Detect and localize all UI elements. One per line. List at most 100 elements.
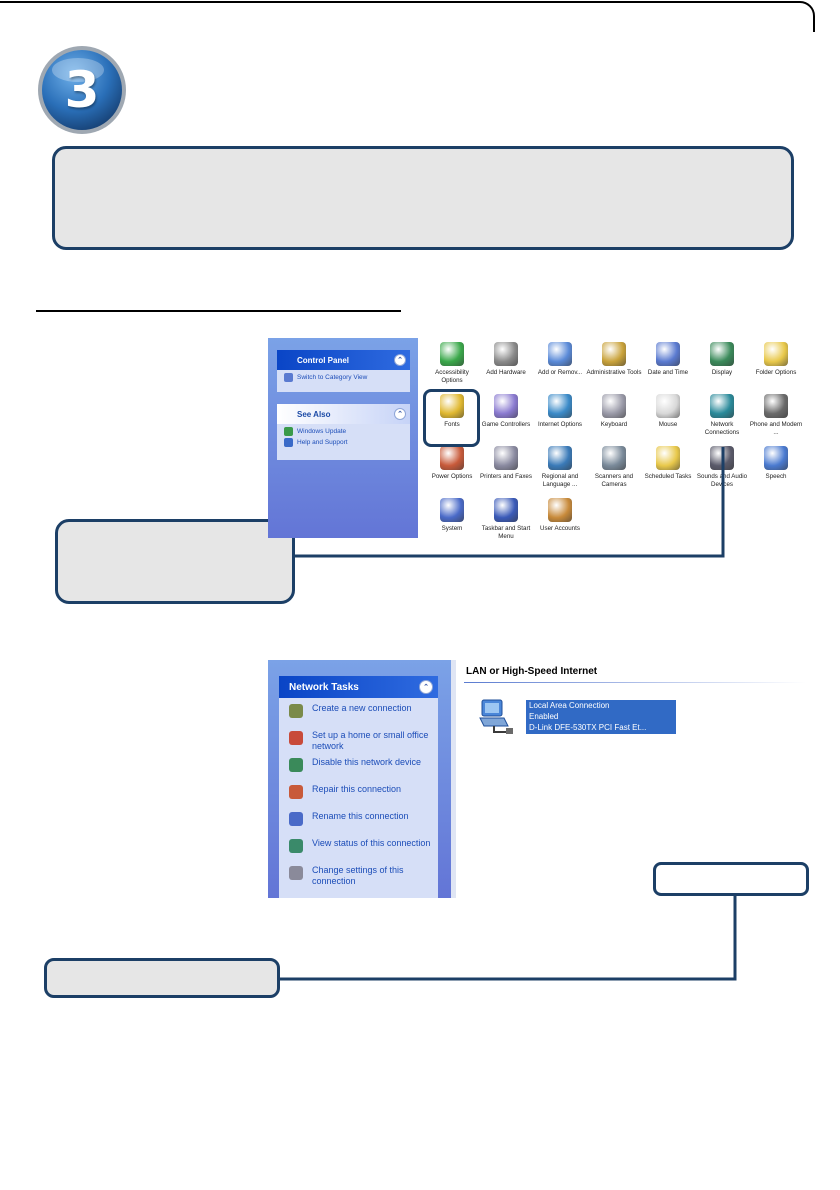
control-panel-item-label: Folder Options — [755, 369, 797, 376]
control-panel-item[interactable]: Administrative Tools — [586, 342, 642, 377]
scanners-cameras-icon — [602, 446, 626, 470]
collapse-icon[interactable]: ⌃ — [394, 354, 406, 366]
administrative-tools-icon — [602, 342, 626, 366]
control-panel-item-label: Add Hardware — [486, 369, 526, 376]
display-icon — [710, 342, 734, 366]
control-panel-screenshot: Control Panel ⌃ Switch to Category View … — [268, 338, 804, 538]
control-panel-item-label: Power Options — [431, 473, 473, 480]
collapse-icon[interactable]: ⌃ — [394, 408, 406, 420]
network-task-link[interactable]: Set up a home or small office network — [279, 730, 438, 752]
control-panel-item-label: Printers and Faxes — [480, 473, 532, 480]
printers-faxes-icon — [494, 446, 518, 470]
network-task-link[interactable]: Disable this network device — [279, 757, 438, 779]
group-divider — [464, 682, 806, 683]
control-panel-item[interactable]: Regional and Language ... — [532, 446, 588, 488]
see-also-title: See Also ⌃ — [277, 404, 410, 424]
control-panel-item-label: System — [441, 525, 463, 532]
control-panel-item-label: Phone and Modem ... — [749, 421, 803, 436]
network-connections-highlight — [423, 389, 480, 447]
switch-view-icon — [284, 373, 293, 382]
connections-pane: LAN or High-Speed Internet Local Area Co… — [456, 660, 806, 898]
network-task-label: Repair this connection — [312, 784, 402, 794]
connection-name: Local Area Connection — [529, 701, 610, 710]
control-panel-item[interactable]: Folder Options — [748, 342, 804, 377]
control-panel-item-label: Scheduled Tasks — [644, 473, 692, 480]
change-settings-icon — [289, 866, 303, 880]
home-network-icon — [289, 731, 303, 745]
lan-connection-label[interactable]: Local Area Connection Enabled D-Link DFE… — [526, 700, 676, 734]
control-panel-item[interactable]: Internet Options — [532, 394, 588, 429]
control-panel-item[interactable]: Add Hardware — [478, 342, 534, 377]
repair-icon — [289, 785, 303, 799]
control-panel-item[interactable]: Power Options — [424, 446, 480, 481]
mouse-icon — [656, 394, 680, 418]
control-panel-item[interactable]: Sounds and Audio Devices — [694, 446, 750, 488]
regional-language-icon — [548, 446, 572, 470]
network-task-link[interactable]: Repair this connection — [279, 784, 438, 806]
control-panel-item[interactable]: Add or Remov... — [532, 342, 588, 377]
collapse-icon[interactable]: ⌃ — [419, 680, 433, 694]
game-controllers-icon — [494, 394, 518, 418]
control-panel-item[interactable]: Taskbar and Start Menu — [478, 498, 534, 538]
control-panel-item-label: Keyboard — [600, 421, 628, 428]
control-panel-item[interactable]: Fonts — [424, 394, 480, 429]
internet-options-icon — [548, 394, 572, 418]
instruction-callout — [52, 146, 794, 250]
control-panel-item-label: Add or Remov... — [537, 369, 583, 376]
network-task-label: View status of this connection — [312, 838, 431, 848]
add-remove-programs-icon — [548, 342, 572, 366]
connection-adapter: D-Link DFE-530TX PCI Fast Et... — [529, 723, 647, 732]
control-panel-item-label: Scanners and Cameras — [594, 473, 634, 488]
control-panel-item-label: Network Connections — [704, 421, 740, 436]
control-panel-item-label: Administrative Tools — [586, 369, 642, 376]
control-panel-item[interactable]: Display — [694, 342, 750, 377]
group-title: LAN or High-Speed Internet — [466, 666, 598, 677]
control-panel-item[interactable]: Phone and Modem ... — [748, 394, 804, 436]
windows-update-link[interactable]: Windows Update — [277, 424, 410, 436]
view-status-icon — [289, 839, 303, 853]
control-panel-item-label: Speech — [765, 473, 787, 480]
switch-category-link[interactable]: Switch to Category View — [277, 370, 410, 382]
control-panel-title: Control Panel ⌃ — [277, 350, 410, 370]
control-panel-item-label: Taskbar and Start Menu — [481, 525, 531, 538]
control-panel-item[interactable]: Game Controllers — [478, 394, 534, 429]
control-panel-item-label: User Accounts — [540, 525, 580, 532]
properties-callout — [44, 958, 280, 998]
add-hardware-icon — [494, 342, 518, 366]
network-task-label: Set up a home or small office network — [312, 730, 429, 751]
control-panel-item[interactable]: Keyboard — [586, 394, 642, 429]
control-panel-item[interactable]: Scanners and Cameras — [586, 446, 642, 488]
control-panel-item[interactable]: Accessibility Options — [424, 342, 480, 384]
sounds-audio-icon — [710, 446, 734, 470]
network-connections-icon — [710, 394, 734, 418]
pane-divider — [451, 660, 456, 898]
power-options-icon — [440, 446, 464, 470]
control-panel-item[interactable]: System — [424, 498, 480, 533]
control-panel-item[interactable]: User Accounts — [532, 498, 588, 533]
network-task-label: Rename this connection — [312, 811, 409, 821]
lan-connection-icon[interactable] — [478, 696, 514, 736]
control-panel-item[interactable]: Network Connections — [694, 394, 750, 436]
control-panel-sidebar: Control Panel ⌃ Switch to Category View … — [268, 338, 418, 538]
control-panel-item[interactable]: Scheduled Tasks — [640, 446, 696, 481]
control-panel-item-label: Game Controllers — [481, 421, 531, 428]
network-task-label: Change settings of this connection — [312, 865, 404, 886]
user-accounts-icon — [548, 498, 572, 522]
see-also-box: See Also ⌃ Windows Update Help and Suppo… — [277, 404, 410, 460]
network-task-link[interactable]: View status of this connection — [279, 838, 438, 860]
control-panel-item[interactable]: Mouse — [640, 394, 696, 429]
step-number: 3 — [64, 61, 100, 119]
network-task-link[interactable]: Rename this connection — [279, 811, 438, 833]
network-task-label: Disable this network device — [312, 757, 422, 767]
control-panel-item[interactable]: Speech — [748, 446, 804, 481]
control-panel-item[interactable]: Printers and Faxes — [478, 446, 534, 481]
network-task-link[interactable]: Create a new connection — [279, 703, 438, 725]
control-panel-item[interactable]: Date and Time — [640, 342, 696, 377]
help-support-link[interactable]: Help and Support — [277, 435, 410, 447]
network-task-link[interactable]: Change settings of this connection — [279, 865, 438, 887]
speech-icon — [764, 446, 788, 470]
